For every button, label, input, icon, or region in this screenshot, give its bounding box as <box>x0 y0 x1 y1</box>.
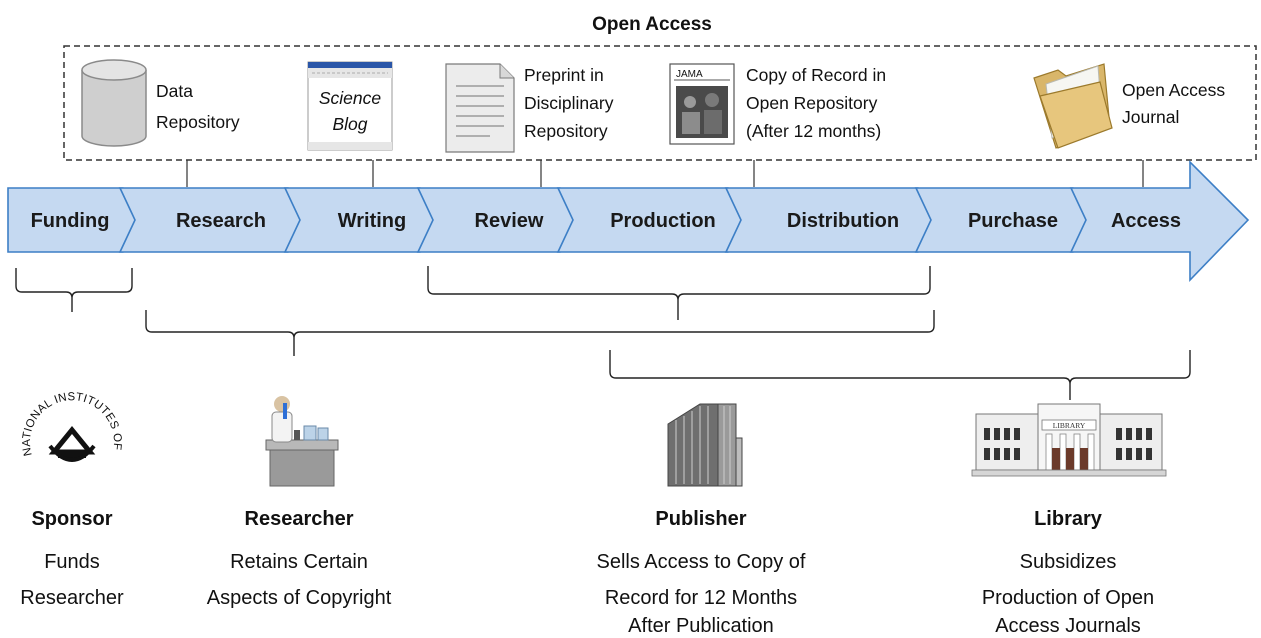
actor-researcher-name: Researcher <box>245 508 354 530</box>
open-access-title: Open Access <box>592 14 712 35</box>
actor-library-desc-1: Subsidizes <box>1020 551 1117 573</box>
science-blog-label-2: Blog <box>332 114 367 134</box>
actor-library-desc-3: Access Journals <box>995 615 1141 637</box>
open-access-connectors <box>186 160 1144 187</box>
stage-purchase-label: Purchase <box>968 210 1058 232</box>
library-building-icon <box>971 403 1167 477</box>
brace-publisher <box>427 266 931 320</box>
chevron-access <box>1069 160 1250 282</box>
role-braces <box>15 266 1191 400</box>
preprint-label-1: Preprint in <box>524 65 604 85</box>
journal-cover-title: JAMA <box>676 69 703 80</box>
process-chevrons <box>7 160 1250 282</box>
science-blog-label-1: Science <box>319 88 382 108</box>
actor-sponsor-name: Sponsor <box>31 508 112 530</box>
oa-journal-label-2: Journal <box>1122 107 1179 127</box>
stage-funding-label: Funding <box>31 210 110 232</box>
brace-sponsor <box>15 268 133 312</box>
actor-library-name: Library <box>1034 508 1103 530</box>
actor-library-desc-2: Production of Open <box>982 587 1154 609</box>
stage-review-label: Review <box>475 210 544 232</box>
actor-publisher-name: Publisher <box>655 508 746 530</box>
stage-writing-label: Writing <box>338 210 407 232</box>
actor-sponsor-desc-2: Researcher <box>20 587 124 609</box>
oa-journal-label-1: Open Access <box>1122 80 1225 100</box>
folder-icon <box>1033 63 1113 149</box>
stage-research-label: Research <box>176 210 266 232</box>
actor-sponsor-desc-1: Funds <box>44 551 100 573</box>
journal-cover-icon <box>669 63 735 145</box>
browser-window-icon <box>307 61 393 151</box>
stage-production-label: Production <box>610 210 716 232</box>
copy-of-record-label-1: Copy of Record in <box>746 65 886 85</box>
open-access-region <box>63 45 1257 161</box>
office-building-icon <box>667 403 743 487</box>
actor-publisher-desc-1: Sells Access to Copy of <box>597 551 806 573</box>
copy-of-record-label-2: Open Repository <box>746 93 878 113</box>
stage-access-label: Access <box>1111 210 1181 232</box>
stage-distribution-label: Distribution <box>787 210 899 232</box>
actor-researcher-desc-1: Retains Certain <box>230 551 368 573</box>
data-repo-label-1: Data <box>156 81 193 101</box>
data-repo-label-2: Repository <box>156 112 240 132</box>
actor-publisher-desc-2: Record for 12 Months <box>605 587 797 609</box>
database-icon <box>81 59 147 147</box>
copy-of-record-label-3: (After 12 months) <box>746 121 881 141</box>
brace-researcher <box>145 310 935 356</box>
brace-library <box>609 350 1191 400</box>
preprint-label-2: Disciplinary <box>524 93 614 113</box>
actor-publisher-desc-3: After Publication <box>628 615 774 637</box>
library-sign: LIBRARY <box>1053 421 1086 430</box>
document-icon <box>445 63 515 153</box>
preprint-label-3: Repository <box>524 121 608 141</box>
actor-researcher-desc-2: Aspects of Copyright <box>207 587 392 609</box>
researcher-icon <box>265 396 339 487</box>
